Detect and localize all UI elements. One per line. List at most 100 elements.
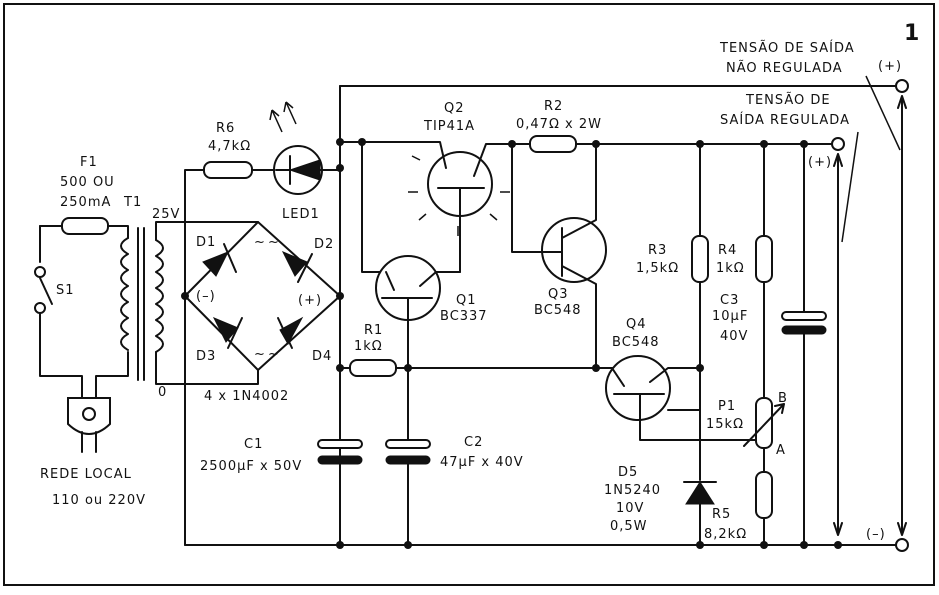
label-q2: Q2 — [444, 101, 465, 116]
label-d5-voltage: 10V — [616, 501, 644, 516]
label-bridge-ac4: ~ — [268, 347, 280, 362]
label-c3-value2: 40V — [720, 329, 748, 344]
wire-q1-collector — [339, 141, 387, 273]
capacitor-c3 — [781, 143, 827, 546]
label-d1: D1 — [196, 235, 216, 250]
leader-regulated — [841, 131, 859, 243]
label-q1: Q1 — [456, 293, 477, 308]
label-plus-regulated: (+) — [808, 155, 832, 170]
resistor-r1 — [349, 359, 397, 377]
label-c3-value1: 10μF — [712, 309, 748, 324]
label-s1: S1 — [56, 283, 75, 298]
label-bridge-minus: (–) — [196, 289, 216, 304]
label-plug-line2: 110 ou 220V — [52, 493, 146, 508]
label-regulated-line1: TENSÃO DE — [745, 92, 831, 108]
label-r3: R3 — [648, 243, 667, 258]
leader-unregulated — [865, 75, 901, 151]
label-c3: C3 — [720, 293, 739, 308]
label-unregulated-line2: NÃO REGULADA — [726, 60, 843, 76]
mains-plug — [67, 397, 111, 453]
led-indicator — [184, 101, 341, 297]
label-q4-type: BC548 — [612, 335, 660, 350]
label-p1-b: B — [778, 391, 788, 406]
label-plug-line1: REDE LOCAL — [40, 467, 132, 482]
label-t1-sec: 25V — [152, 207, 180, 222]
label-f1-spec2: 250mA — [60, 195, 111, 210]
label-regulated-line2: SAÍDA REGULADA — [720, 112, 850, 128]
label-q1-type: BC337 — [440, 309, 488, 324]
bridge-rectifier — [181, 221, 344, 371]
label-q4: Q4 — [626, 317, 647, 332]
label-r1: R1 — [364, 323, 383, 338]
resistor-r3 — [691, 235, 709, 283]
label-r6: R6 — [216, 121, 235, 136]
label-q3-type: BC548 — [534, 303, 582, 318]
label-p1-a: A — [776, 443, 786, 458]
label-r5: R5 — [712, 507, 731, 522]
mains-section — [34, 217, 129, 453]
label-r2: R2 — [544, 99, 563, 114]
label-q3: Q3 — [548, 287, 569, 302]
switch-s1-contact-bottom — [34, 302, 46, 314]
label-unregulated-line1: TENSÃO DE SAÍDA — [719, 40, 855, 56]
label-d5: D5 — [618, 465, 638, 480]
capacitor-c2 — [385, 367, 431, 546]
resistor-r2 — [529, 135, 577, 153]
resistor-r6 — [203, 161, 253, 179]
label-c2: C2 — [464, 435, 483, 450]
transistor-q3 — [511, 143, 607, 371]
label-r5-value: 8,2kΩ — [704, 527, 747, 542]
transformer-t1 — [120, 221, 259, 381]
label-bridge-plus: (+) — [298, 293, 322, 308]
label-d5-power: 0,5W — [610, 519, 648, 534]
label-r3-value: 1,5kΩ — [636, 261, 679, 276]
resistor-r5 — [755, 471, 773, 519]
label-c2-value: 47μF x 40V — [440, 455, 524, 470]
label-c1-value: 2500μF x 50V — [200, 459, 302, 474]
resistor-r4 — [755, 235, 773, 283]
label-r1-value: 1kΩ — [354, 339, 383, 354]
label-d4: D4 — [312, 349, 332, 364]
transistor-q1 — [375, 255, 461, 321]
transistor-q2 — [361, 141, 513, 273]
label-d2: D2 — [314, 237, 334, 252]
label-f1: F1 — [80, 155, 98, 170]
label-r4-value: 1kΩ — [716, 261, 745, 276]
figure-number: 1 — [904, 21, 920, 46]
label-plus-unregulated: (+) — [878, 59, 902, 74]
label-p1: P1 — [718, 399, 736, 414]
terminal-negative[interactable] — [895, 538, 909, 552]
label-r2-value: 0,47Ω x 2W — [516, 117, 602, 132]
arrow-unregulated-voltage — [897, 95, 907, 536]
label-p1-value: 15kΩ — [706, 417, 744, 432]
label-t1: T1 — [123, 195, 142, 210]
label-q2-type: TIP41A — [423, 119, 475, 134]
wire-secondary-zero — [155, 369, 259, 385]
label-bridge-ac2: ~ — [268, 235, 280, 250]
label-d3: D3 — [196, 349, 216, 364]
arrow-regulated-voltage — [833, 153, 843, 536]
label-bridge-diodes: 4 x 1N4002 — [204, 389, 289, 404]
label-bridge-ac3: ~ — [254, 347, 266, 362]
potentiometer-p1[interactable] — [755, 397, 773, 449]
label-r4: R4 — [718, 243, 737, 258]
label-minus: (–) — [866, 527, 886, 542]
capacitor-c1 — [317, 439, 363, 465]
label-c1: C1 — [244, 437, 263, 452]
transistor-q4 — [605, 355, 763, 441]
figure-border — [3, 3, 935, 586]
terminal-unregulated-plus[interactable] — [895, 79, 909, 93]
zener-d5 — [683, 481, 717, 546]
switch-s1-contact-top — [34, 266, 46, 278]
terminal-regulated-plus[interactable] — [831, 137, 845, 151]
label-r6-value: 4,7kΩ — [208, 139, 251, 154]
label-bridge-ac1: ~ — [254, 235, 266, 250]
switch-s1-lever — [39, 277, 53, 305]
label-f1-spec1: 500 OU — [60, 175, 115, 190]
label-t1-zero: 0 — [158, 385, 167, 400]
fuse-f1 — [61, 217, 109, 235]
label-led1: LED1 — [282, 207, 320, 222]
label-d5-type: 1N5240 — [604, 483, 661, 498]
